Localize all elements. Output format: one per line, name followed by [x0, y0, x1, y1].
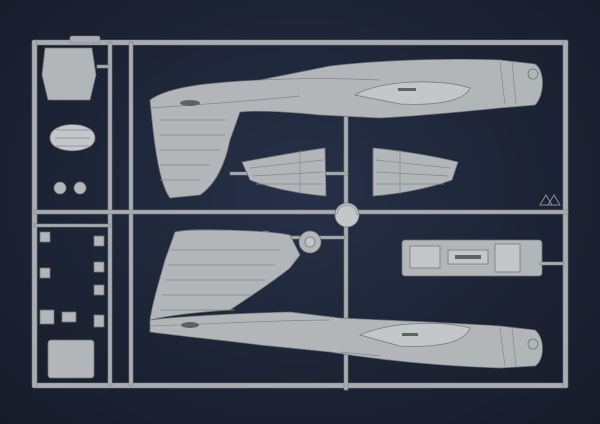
small-part-1: [39, 231, 51, 243]
tail-fin-ribs-top: [160, 119, 225, 181]
small-gear-1: [53, 181, 67, 195]
cowl-flap-panel: [47, 339, 95, 379]
mold-tag: [69, 35, 101, 44]
engine-cylinder: [49, 124, 96, 151]
tail-fin-ribs-lower: [160, 249, 280, 311]
maker-logo: [539, 194, 561, 206]
exhaust-opening-bottom: [181, 322, 199, 328]
sprue-frame: [31, 35, 569, 391]
frame-bottom-rail: [33, 382, 569, 389]
small-part-4: [93, 261, 105, 273]
frame-left-crossbar: [33, 223, 111, 228]
small-part-8: [93, 314, 105, 328]
small-part-3: [39, 267, 51, 279]
fuselage-panel-lines-top: [149, 61, 517, 109]
cockpit-floor: [409, 245, 441, 269]
fuselage-half-lower: [149, 229, 543, 369]
small-part-2: [93, 235, 105, 247]
fuselage-half-upper: [149, 58, 543, 199]
exhaust-opening-top: [180, 100, 200, 106]
stabilizer-right-ribs: [375, 150, 451, 194]
tail-fin-lower: [149, 229, 301, 321]
small-parts-column: [39, 47, 110, 379]
pilot-seat: [494, 243, 521, 273]
prop-hub-bottom: [527, 338, 539, 350]
cockpit-gate: [539, 261, 565, 266]
stabilizer-left: [241, 147, 327, 197]
stabilizer-right: [372, 147, 459, 197]
small-part-7: [61, 311, 77, 323]
fuselage-panel-lines-bottom: [149, 319, 517, 367]
canopy-frame-top: [353, 81, 471, 105]
propeller-spinner: [334, 202, 360, 228]
cockpit-tub: [401, 239, 565, 277]
canopy-slot-top: [398, 88, 416, 91]
frame-top-rail: [33, 39, 569, 46]
small-gear-2: [73, 181, 87, 195]
main-wheel-right: [298, 230, 322, 254]
cowl-panel: [41, 47, 97, 101]
prop-hub-top: [527, 68, 539, 80]
frame-mid-rail: [33, 209, 569, 215]
canopy-slot-bottom: [402, 333, 418, 336]
stabilizer-left-ribs: [249, 150, 324, 194]
small-part-6: [39, 309, 55, 325]
small-part-5: [93, 284, 105, 296]
